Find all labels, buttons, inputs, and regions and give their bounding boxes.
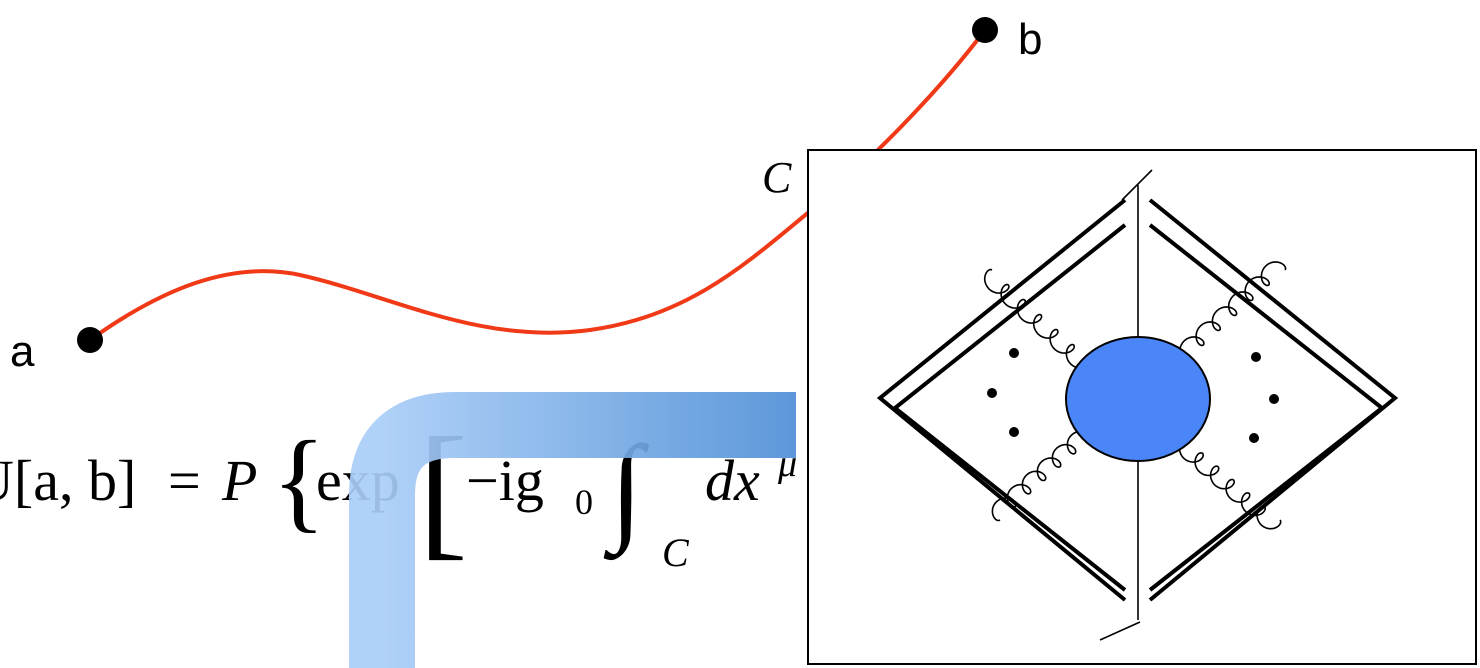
inset-panel [807, 149, 1477, 665]
wilson-lines-left [876, 198, 1127, 602]
wilson-lines-right [1148, 198, 1399, 602]
transition-arrow [349, 392, 796, 668]
formula-equals: = [168, 448, 201, 513]
point-b-label: b [1018, 15, 1042, 64]
formula-differential: dx [705, 448, 760, 513]
hadronic-blob [1065, 336, 1211, 462]
formula-term-sub: 0 [575, 482, 593, 522]
formula-ordering: P [221, 448, 257, 513]
point-a-marker [77, 327, 103, 353]
point-a-label: a [10, 327, 35, 376]
ellipsis-dots [987, 348, 1279, 443]
formula-open-brace: { [272, 419, 326, 543]
curve-c-label: C [762, 153, 792, 202]
gluon-lines [983, 261, 1287, 530]
gluon-coil [991, 430, 1092, 522]
formula-lhs: U[a, b] [0, 448, 136, 513]
gluon-coil [1178, 438, 1282, 530]
formula-term: −ig [466, 448, 544, 513]
point-b-marker [972, 17, 998, 43]
formula-integral-sub: C [662, 530, 690, 575]
gluon-coil [1178, 261, 1287, 362]
gluon-coil [983, 268, 1092, 369]
